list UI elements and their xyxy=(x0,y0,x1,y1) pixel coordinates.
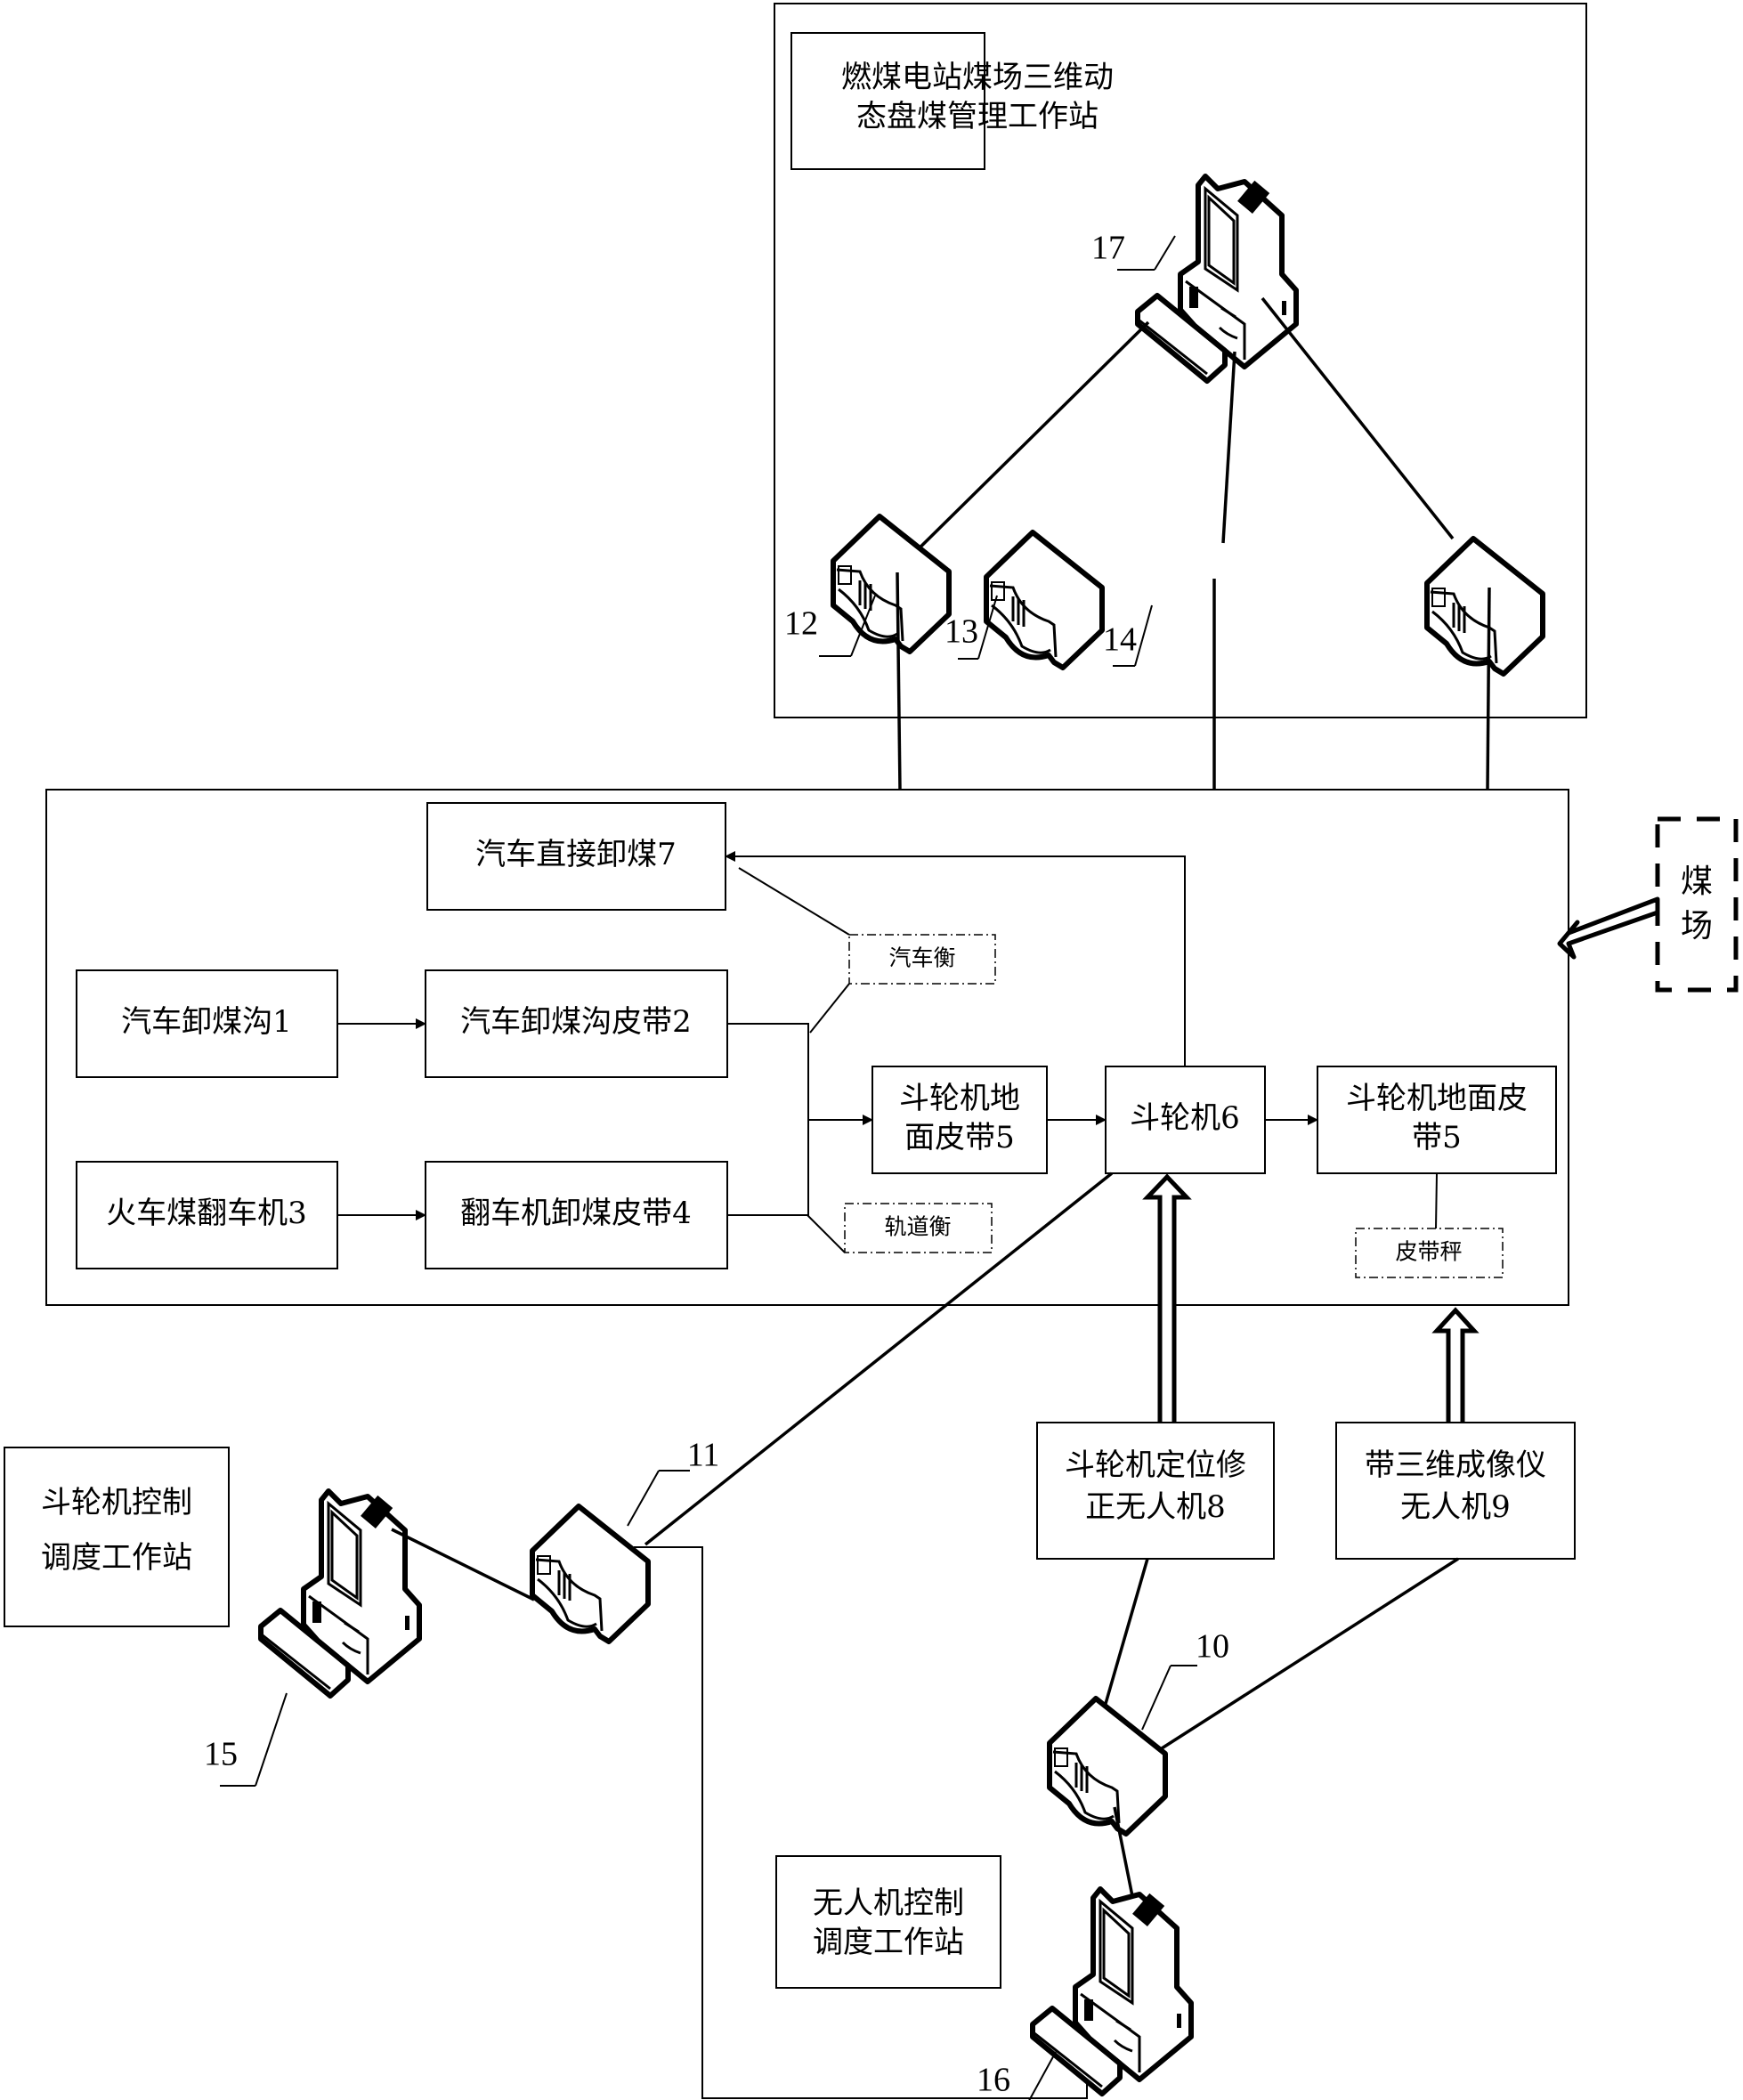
reclaimer-ground-belt-out-line1: 斗轮机地面皮 xyxy=(1346,1081,1528,1116)
train-dumper-box xyxy=(76,1161,338,1269)
management-zone-frame xyxy=(774,3,1587,718)
imaging-drone-line2: 无人机9 xyxy=(1400,1489,1511,1525)
label-12: 12 xyxy=(784,605,818,643)
reclaimer-control-line1: 斗轮机控制 xyxy=(41,1485,192,1520)
link-17-13 xyxy=(1221,351,1236,544)
positioning-drone-line1: 斗轮机定位修 xyxy=(1065,1447,1246,1483)
belt-scale-text: 皮带秤 xyxy=(1395,1239,1462,1265)
link-drone9-10 xyxy=(1161,1557,1459,1750)
link-11-reclaimer xyxy=(644,1172,1114,1546)
label-10: 10 xyxy=(1196,1628,1229,1666)
network-switch-icon[interactable] xyxy=(532,1506,648,1642)
positioning-drone-line2: 正无人机8 xyxy=(1085,1489,1226,1525)
positioning-drone-box xyxy=(1036,1422,1275,1560)
computer-icon[interactable] xyxy=(1033,1889,1191,2094)
reclaimer-ground-belt-in-line1: 斗轮机地 xyxy=(899,1081,1020,1116)
coal-management-workstation-label-box xyxy=(790,32,985,170)
leader-line-17 xyxy=(1154,235,1176,271)
belt-scale-box xyxy=(1355,1228,1504,1278)
coal-yard-arrow-icon xyxy=(1557,896,1660,960)
drone-control-label-box xyxy=(775,1855,1001,1989)
coal-yard-box xyxy=(1655,816,1739,993)
network-switch-icon[interactable] xyxy=(986,532,1102,668)
reclaimer-control-line2: 调度工作站 xyxy=(41,1540,192,1576)
dumper-belt-text: 翻车机卸煤皮带4 xyxy=(460,1196,692,1231)
coal-yard-text-1: 煤 xyxy=(1681,864,1713,900)
reclaimer-ground-belt-out-line2: 带5 xyxy=(1412,1120,1462,1155)
reclaimer-ground-belt-out-box xyxy=(1317,1066,1557,1174)
reclaimer-ground-belt-in-line2: 面皮带5 xyxy=(904,1120,1015,1155)
coal-management-title-line2: 态盘煤管理工作站 xyxy=(856,99,1098,134)
label-16: 16 xyxy=(977,2062,1010,2099)
link-15-11 xyxy=(391,1528,535,1601)
rail-scale-text: 轨道衡 xyxy=(884,1214,951,1240)
drone-control-line2: 调度工作站 xyxy=(813,1925,964,1960)
train-dumper-text: 火车煤翻车机3 xyxy=(106,1196,307,1231)
label-11: 11 xyxy=(687,1437,720,1474)
drone-control-line1: 无人机控制 xyxy=(813,1885,964,1921)
truck-unload-pit-text: 汽车卸煤沟1 xyxy=(121,1004,292,1040)
coal-yard-text-2: 场 xyxy=(1681,908,1713,945)
belt-merge-line xyxy=(727,1023,809,1216)
label-13: 13 xyxy=(944,613,978,651)
dumper-belt-box xyxy=(425,1161,728,1269)
truck-pit-belt-text: 汽车卸煤沟皮带2 xyxy=(460,1004,692,1040)
reclaimer-ground-belt-in-box xyxy=(872,1066,1048,1174)
computer-icon[interactable] xyxy=(261,1491,419,1696)
link-17-14 xyxy=(1261,296,1455,540)
link-17-12 xyxy=(896,320,1150,572)
truck-direct-unload-text: 汽车直接卸煤7 xyxy=(475,837,677,872)
truck-scale-box xyxy=(848,934,996,985)
coal-management-title-line1: 燃煤电站煤场三维动 xyxy=(841,60,1114,95)
imaging-drone-line1: 带三维成像仪 xyxy=(1365,1447,1546,1483)
reclaimer-control-label-box xyxy=(4,1447,230,1627)
link-10-16 xyxy=(1113,1806,1134,1897)
flow-reclaimer-to-direct xyxy=(725,851,1186,1066)
rail-scale-box xyxy=(844,1203,993,1253)
coal-process-zone-frame xyxy=(45,789,1569,1306)
drone8-up-arrow-icon xyxy=(1142,1173,1192,1423)
network-switch-icon[interactable] xyxy=(1427,539,1543,674)
drone9-up-arrow-icon xyxy=(1431,1307,1480,1423)
imaging-drone-box xyxy=(1335,1422,1576,1560)
reclaimer-text: 斗轮机6 xyxy=(1130,1100,1240,1136)
label-14: 14 xyxy=(1103,621,1137,659)
label-15: 15 xyxy=(204,1736,238,1773)
truck-scale-text: 汽车衡 xyxy=(888,945,955,971)
link-11-16 xyxy=(634,1546,1088,2099)
truck-pit-belt-box xyxy=(425,969,728,1078)
label-17: 17 xyxy=(1091,230,1125,267)
truck-direct-unload-box xyxy=(426,802,726,911)
computer-icon[interactable] xyxy=(1138,176,1296,381)
